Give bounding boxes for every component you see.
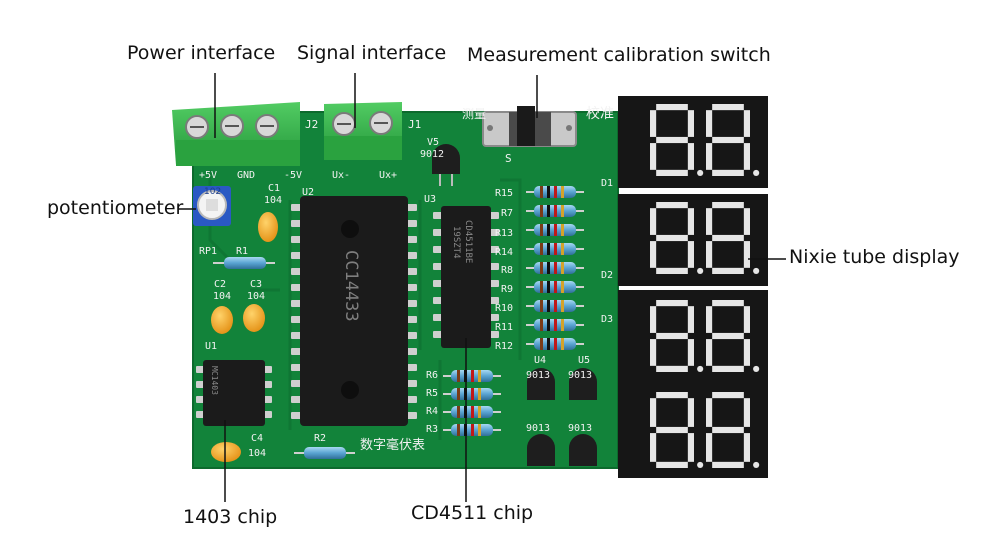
transistor-v5	[432, 144, 460, 186]
transistors-9013	[527, 368, 597, 466]
label-plus5v: +5V	[199, 170, 217, 181]
callout-power-interface: Power interface	[127, 42, 276, 64]
label-9013-a: 9013	[526, 370, 550, 381]
label-c1-value: 104	[264, 195, 282, 206]
label-r2: R2	[314, 433, 326, 444]
label-d1: D1	[601, 178, 613, 189]
callout-signal-interface: Signal interface	[297, 42, 447, 64]
chip-marking-cd4511: CD4511BE	[463, 220, 473, 263]
callout-1403-chip: 1403 chip	[183, 506, 278, 528]
label-r4: R4	[426, 406, 438, 417]
calibration-slide-switch	[482, 106, 577, 147]
label-ux-minus: Ux-	[332, 170, 350, 181]
label-r3: R3	[426, 424, 438, 435]
label-r6: R6	[426, 370, 438, 381]
display-d2	[618, 194, 768, 286]
label-v5: V5	[427, 137, 439, 148]
callout-potentiometer: potentiometer	[47, 197, 184, 219]
capacitor-c3	[243, 304, 265, 332]
power-terminal-block	[172, 102, 300, 166]
chip-marking-cc14433: CC14433	[341, 250, 361, 322]
label-c4: C4	[251, 433, 263, 444]
callout-nixie-display: Nixie tube display	[789, 246, 960, 268]
label-r11: R11	[495, 322, 513, 333]
label-9013-b: 9013	[568, 370, 592, 381]
label-u4: U4	[534, 355, 546, 366]
label-j1: J1	[408, 118, 421, 131]
label-cjk-title: 数字毫伏表	[360, 437, 425, 453]
label-rp1: RP1	[199, 246, 217, 257]
label-pot-code: 102	[204, 187, 221, 197]
callout-calibration-switch: Measurement calibration switch	[467, 44, 771, 66]
label-r7: R7	[501, 208, 513, 219]
label-r1: R1	[236, 246, 248, 257]
label-cjk-measure: 测量	[462, 107, 486, 121]
label-r10: R10	[495, 303, 513, 314]
label-j2: J2	[305, 118, 318, 131]
label-u1: U1	[205, 341, 217, 352]
label-r12: R12	[495, 341, 513, 352]
chip-mc1403	[196, 360, 272, 426]
signal-terminal-block	[324, 102, 402, 160]
label-c3: C3	[250, 279, 262, 290]
display-d1	[618, 96, 768, 188]
label-r9: R9	[501, 284, 513, 295]
label-9013-c: 9013	[526, 423, 550, 434]
nixie-displays	[618, 96, 768, 478]
label-d2: D2	[601, 270, 613, 281]
label-c2-value: 104	[213, 291, 231, 302]
callout-lines	[178, 73, 786, 502]
label-r5: R5	[426, 388, 438, 399]
label-c3-value: 104	[247, 291, 265, 302]
label-r13: R13	[495, 228, 513, 239]
capacitor-c2	[211, 306, 233, 334]
chip-marking-date: 19SZT4	[451, 226, 461, 259]
chip-cc14433	[291, 196, 417, 426]
label-c2: C2	[214, 279, 226, 290]
chip-cd4511	[433, 206, 499, 348]
label-u2: U2	[302, 187, 314, 198]
label-9012: 9012	[420, 149, 444, 160]
resistor-r1	[213, 257, 275, 269]
label-r14: R14	[495, 247, 513, 258]
chip-marking-mc1403: MC1403	[210, 366, 219, 395]
resistor-array-right	[526, 186, 584, 350]
label-c1: C1	[268, 183, 280, 194]
label-minus5v: -5V	[284, 170, 302, 181]
capacitor-c4	[211, 442, 241, 462]
label-ux-plus: Ux+	[379, 170, 397, 181]
label-9013-d: 9013	[568, 423, 592, 434]
label-r15: R15	[495, 188, 513, 199]
label-d3: D3	[601, 314, 613, 325]
label-gnd: GND	[237, 170, 255, 181]
label-c4-value: 104	[248, 448, 266, 459]
label-r8: R8	[501, 265, 513, 276]
label-u5: U5	[578, 355, 590, 366]
label-cjk-calibrate: 校准	[586, 105, 614, 122]
silkscreen-labels: J2 J1 +5V GND -5V Ux- Ux+ V5 9012 S U2 U…	[199, 105, 614, 459]
capacitor-c1	[258, 212, 278, 242]
potentiometer	[193, 186, 231, 226]
callout-cd4511-chip: CD4511 chip	[411, 502, 534, 524]
label-u3: U3	[424, 194, 436, 205]
resistor-r2	[294, 447, 355, 459]
label-s: S	[505, 152, 512, 165]
